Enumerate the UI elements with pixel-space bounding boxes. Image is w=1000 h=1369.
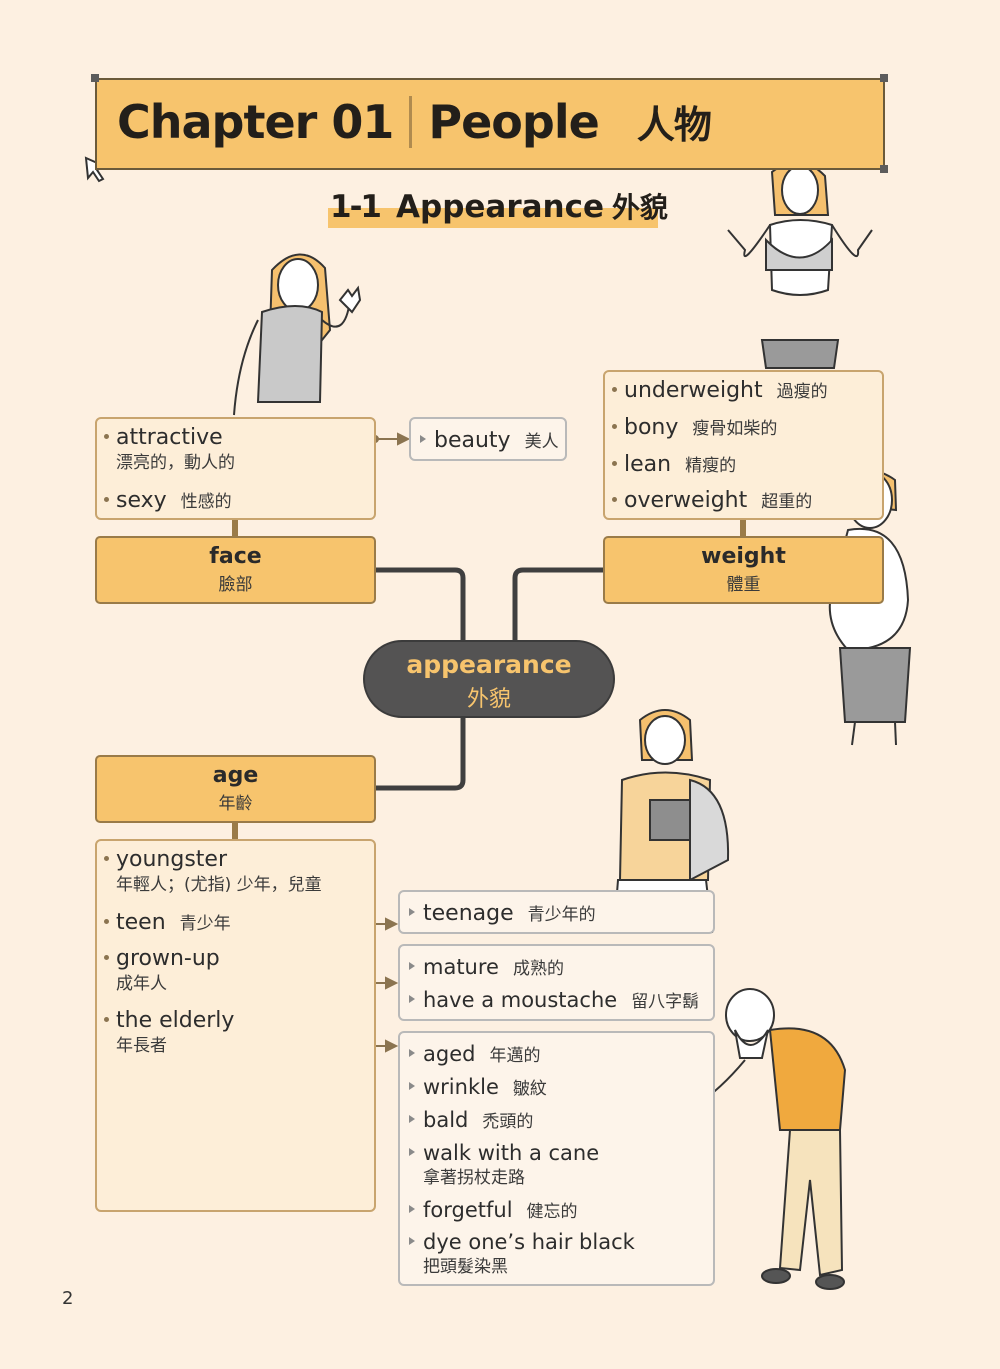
triangle-bullet-icon	[409, 962, 415, 970]
section-title-zh: 外貌	[612, 191, 669, 224]
triangle-bullet-icon	[409, 1205, 415, 1213]
triangle-bullet-icon	[409, 1148, 415, 1156]
section-highlight	[328, 208, 658, 228]
woman-waving-illustration	[233, 253, 362, 416]
frame-handle	[91, 74, 99, 82]
triangle-bullet-icon	[409, 1237, 415, 1245]
triangle-bullet-icon	[420, 435, 426, 443]
chapter-title: Chapter 01 People 人物	[117, 94, 712, 149]
bullet-icon	[612, 386, 617, 392]
bullet-icon	[612, 496, 617, 502]
bullet-icon	[104, 954, 109, 960]
bullet-icon	[612, 423, 617, 429]
triangle-bullet-icon	[409, 1082, 415, 1090]
bullet-icon	[612, 460, 617, 466]
triangle-bullet-icon	[409, 1049, 415, 1057]
age-category-node: age 年齡	[95, 755, 376, 823]
triangle-bullet-icon	[409, 1115, 415, 1123]
chapter-header: Chapter 01 People 人物	[95, 78, 885, 170]
list-item: grown-up 成年人	[104, 946, 220, 994]
chapter-topic: People	[428, 94, 599, 149]
bullet-icon	[104, 855, 109, 861]
face-category-node: face 臉部	[95, 536, 376, 604]
chapter-divider	[409, 95, 413, 148]
bullet-icon	[104, 496, 109, 502]
page-number: 2	[62, 1288, 74, 1309]
list-item: the elderly 年長者	[104, 1008, 234, 1056]
chapter-label: Chapter 01	[117, 94, 394, 149]
weight-category-node: weight 體重	[603, 536, 884, 604]
list-item: attractive 漂亮的，動人的	[104, 425, 235, 473]
frame-handle	[880, 74, 888, 82]
frame-handle	[880, 165, 888, 173]
list-item: youngster 年輕人；(尤指) 少年，兒童	[104, 847, 322, 895]
thin-woman-illustration	[727, 140, 873, 369]
triangle-bullet-icon	[409, 908, 415, 916]
appearance-center-node: appearance 外貌	[363, 640, 615, 718]
section-title-en: Appearance	[396, 189, 605, 225]
section-number: 1-1	[330, 189, 382, 225]
bullet-icon	[104, 1016, 109, 1022]
triangle-bullet-icon	[409, 995, 415, 1003]
bullet-icon	[104, 433, 109, 439]
chapter-topic-zh: 人物	[636, 103, 712, 147]
bullet-icon	[104, 918, 109, 924]
